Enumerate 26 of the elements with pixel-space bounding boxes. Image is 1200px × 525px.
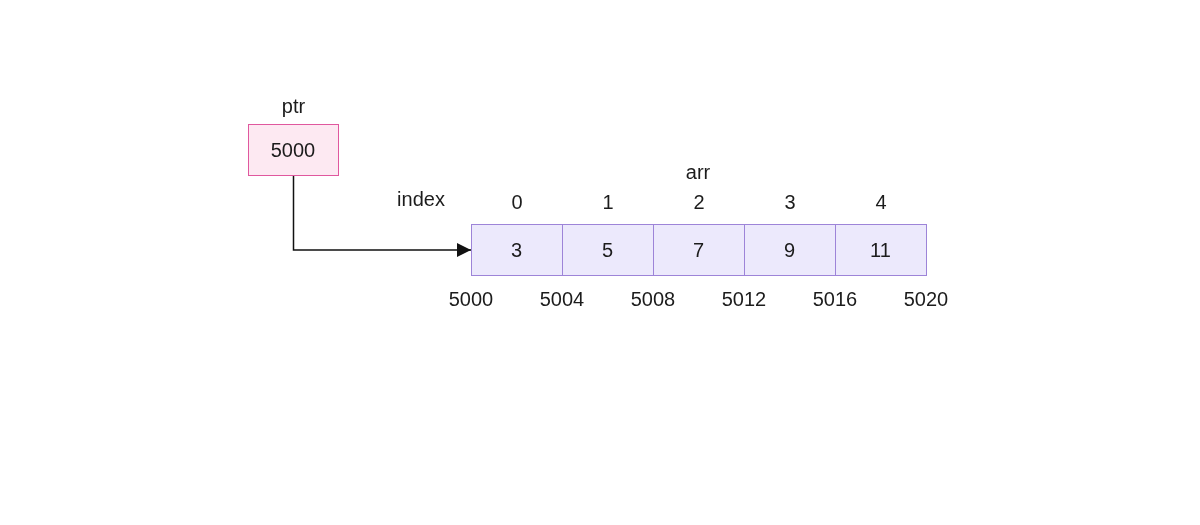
memory-address: 5016 xyxy=(812,287,858,311)
array-cell xyxy=(562,224,654,276)
index-number: 3 xyxy=(784,190,796,214)
array-cell xyxy=(471,224,563,276)
array-cell xyxy=(835,224,927,276)
cell-value: 3 xyxy=(510,238,523,261)
memory-address: 5008 xyxy=(630,287,676,311)
array-cell xyxy=(653,224,745,276)
cell-value: 9 xyxy=(783,238,796,261)
variable-name: ptr xyxy=(281,94,306,118)
index-number: 2 xyxy=(693,190,705,214)
index-number: 1 xyxy=(602,190,614,214)
memory-address: 5004 xyxy=(539,287,585,311)
row-heading: index xyxy=(397,187,445,211)
arrow xyxy=(292,175,472,257)
index-number: 4 xyxy=(875,190,887,214)
memory-address: 5000 xyxy=(448,287,494,311)
array-name: arr xyxy=(685,160,711,184)
array-cell xyxy=(744,224,836,276)
pointer-value: 5000 xyxy=(270,138,316,161)
cell-value: 11 xyxy=(870,238,891,261)
cell-value: 7 xyxy=(692,238,705,261)
index-number: 0 xyxy=(511,190,523,214)
memory-address: 5012 xyxy=(721,287,767,311)
cell-value: 5 xyxy=(601,238,614,261)
memory-address: 5020 xyxy=(903,287,949,311)
